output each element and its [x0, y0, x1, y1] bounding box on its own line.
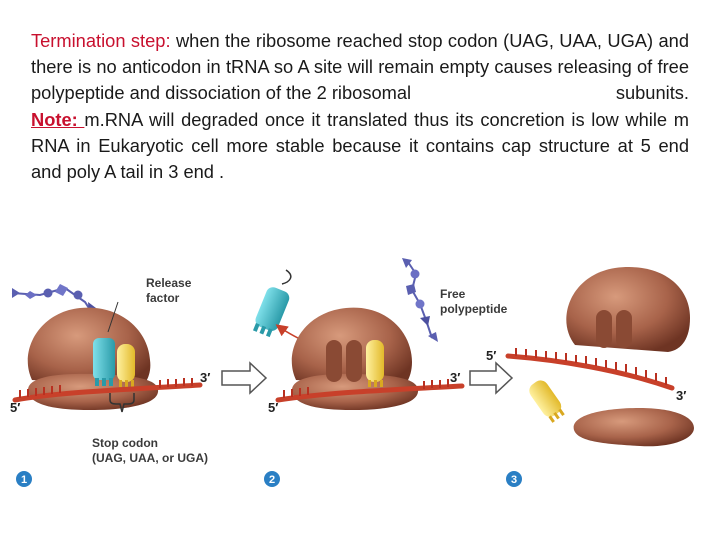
- released-trna: [529, 380, 565, 423]
- svg-text:Release: Release: [146, 276, 192, 290]
- termination-heading: Termination step:: [31, 30, 171, 51]
- trna-2: [366, 340, 384, 387]
- svg-text:1: 1: [21, 474, 27, 486]
- explanation-text: Termination step: when the ribosome reac…: [31, 28, 689, 185]
- released-release-factor: [252, 269, 292, 338]
- ribosome-channels-3: [596, 310, 632, 348]
- three-prime-label-2: 3′: [450, 370, 460, 385]
- trna-1: [117, 344, 135, 387]
- panel-3: 5′ 3′ 3: [486, 267, 694, 487]
- svg-text:(UAG, UAA, or UGA): (UAG, UAA, or UGA): [92, 451, 208, 465]
- mrna-1: [12, 378, 203, 403]
- free-polypeptide-2: [402, 258, 438, 342]
- step-arrow-1: [221, 361, 268, 395]
- ribosome-channels-2: [326, 340, 362, 382]
- mrna-2: [275, 379, 465, 403]
- svg-text:factor: factor: [146, 291, 180, 305]
- termination-body-end: subunits.: [615, 82, 689, 104]
- free-polypeptide-label: Free polypeptide: [440, 287, 508, 316]
- stop-codon-bracket: [109, 393, 135, 413]
- release-factor-label: Release factor: [107, 276, 192, 333]
- step-arrow-2: [469, 361, 514, 395]
- step-2-marker: 2: [264, 471, 280, 487]
- panel-1: 5′ 3′ Release factor Stop codon (UAG, UA…: [10, 276, 210, 487]
- svg-text:2: 2: [269, 474, 275, 486]
- note-label: Note:: [31, 108, 85, 130]
- step-1-marker: 1: [16, 471, 32, 487]
- mrna-3: [505, 348, 675, 391]
- note-body: m.RNA will degraded once it translated t…: [31, 108, 689, 183]
- svg-text:Stop codon: Stop codon: [92, 436, 158, 450]
- panel-2: 5′ 3′ Free polypeptide 2: [252, 258, 508, 487]
- three-prime-label-1: 3′: [200, 370, 210, 385]
- release-factor-1: [93, 338, 115, 386]
- stop-codon-label: Stop codon (UAG, UAA, or UGA): [92, 436, 208, 465]
- five-prime-label-1: 5′: [10, 400, 20, 415]
- dissociated-small-subunit: [573, 408, 694, 447]
- svg-text:Free: Free: [440, 287, 466, 301]
- five-prime-label-2: 5′: [268, 400, 278, 415]
- three-prime-label-3: 3′: [676, 388, 686, 403]
- five-prime-label-3: 5′: [486, 348, 496, 363]
- step-3-marker: 3: [506, 471, 522, 487]
- termination-diagram: 5′ 3′ Release factor Stop codon (UAG, UA…: [10, 258, 694, 487]
- svg-text:3: 3: [511, 474, 517, 486]
- svg-text:polypeptide: polypeptide: [440, 302, 508, 316]
- termination-body: when the ribosome reached stop codon (UA…: [31, 30, 689, 104]
